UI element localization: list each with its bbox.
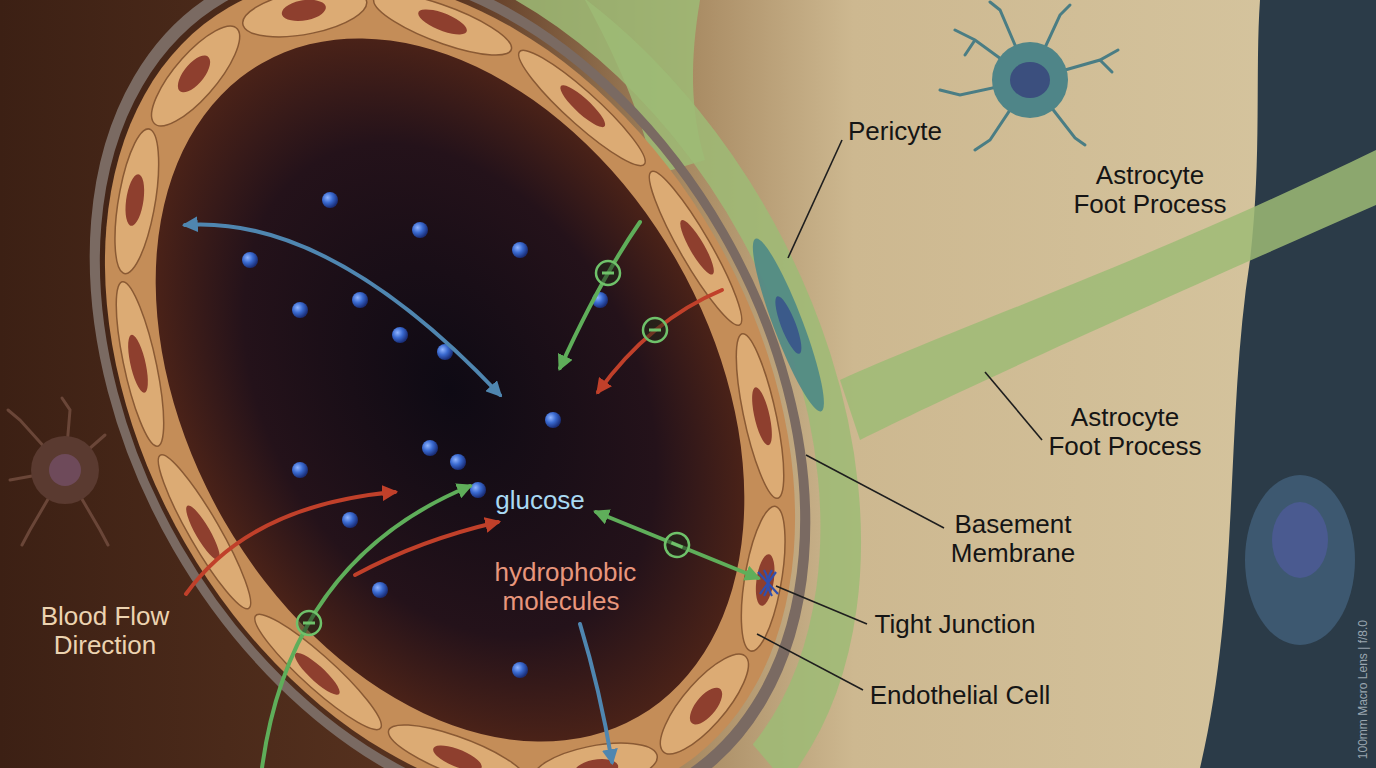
astrocyte-cell [940, 2, 1118, 150]
part-label: Astrocyte Foot Process [1048, 403, 1203, 460]
tight-junction-symbol [758, 570, 778, 596]
part-label: Endothelial Cell [870, 681, 1051, 710]
part-label: Basement Membrane [951, 510, 1076, 567]
neural-cell [8, 398, 108, 545]
inhibit-symbols [297, 261, 693, 635]
watermark: 100mm Macro Lens | f/8.0 [1357, 620, 1370, 759]
part-label: Tight Junction [875, 610, 1036, 639]
molecule-label: hydrophobic molecules [495, 558, 628, 615]
blood-vessel [0, 0, 999, 768]
right-dark-tissue [1200, 0, 1376, 768]
molecule-label: glucose [495, 486, 585, 515]
transport-arrows [185, 222, 758, 768]
flow-label: Blood Flow Direction [40, 602, 170, 659]
leader-lines [757, 140, 1042, 690]
part-label: Pericyte [848, 117, 942, 146]
part-label: Astrocyte Foot Process [1073, 161, 1228, 218]
